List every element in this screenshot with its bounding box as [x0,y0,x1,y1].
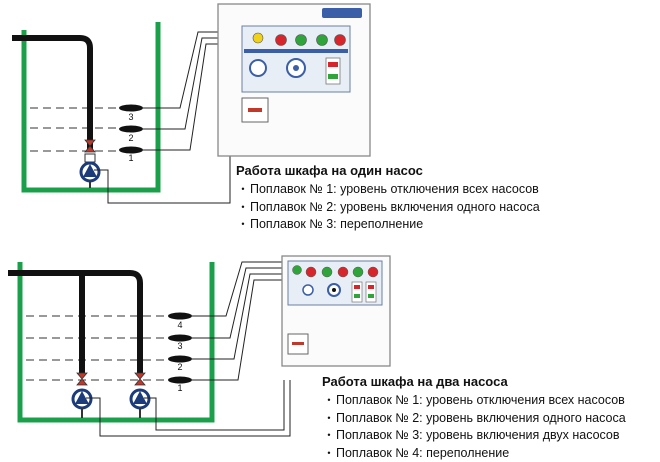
bottom-valve-1-icon [77,373,87,385]
bottom-caption-item: Поплавок № 4: переполнение [322,445,626,462]
top-float-cables [94,32,230,203]
bottom-lamp-4 [338,267,348,277]
bottom-caption-title: Работа шкафа на два насоса [322,374,626,389]
top-caption-list: Поплавок № 1: уровень отключения всех на… [236,181,540,234]
top-float-3 [119,105,143,112]
top-caption-item: Поплавок № 2: уровень включения одного н… [236,199,540,217]
bottom-float-label-4: 4 [177,320,182,330]
top-check-valve [85,154,95,162]
top-pump-icon [81,163,99,188]
top-float-label-2: 2 [128,133,133,143]
top-caption-title: Работа шкафа на один насос [236,163,540,178]
top-lamp-2 [276,35,287,46]
top-lamp-3 [296,35,307,46]
top-lamp-4 [317,35,328,46]
bottom-float-cables [86,262,290,436]
bottom-caption-list: Поплавок № 1: уровень отключения всех на… [322,392,626,462]
top-float-label-1: 1 [128,153,133,163]
bottom-caption-item: Поплавок № 2: уровень включения одного н… [322,410,626,428]
bottom-float-label-1: 1 [177,383,182,393]
top-caption: Работа шкафа на один насос Поплавок № 1:… [236,163,540,234]
bottom-float-label-2: 2 [177,362,182,372]
top-control-cabinet [218,4,370,156]
top-float-label-3: 3 [128,112,133,122]
bottom-lamp-5 [353,267,363,277]
bottom-cabinet-badge [303,285,313,295]
bottom-control-cabinet [282,256,390,366]
bottom-lamp-2 [306,267,316,277]
bottom-lamp-6 [368,267,378,277]
top-caption-item: Поплавок № 3: переполнение [236,216,540,234]
top-valve-icon [85,140,95,152]
bottom-float-4 [168,313,192,320]
bottom-caption-item: Поплавок № 1: уровень отключения всех на… [322,392,626,410]
bottom-caption-item: Поплавок № 3: уровень включения двух нас… [322,427,626,445]
top-cabinet-badge [250,60,266,76]
top-cabinet-logo [322,8,362,18]
top-float-2 [119,126,143,133]
bottom-pump-2-icon [131,390,149,418]
bottom-lamp-3 [322,267,332,277]
bottom-caption: Работа шкафа на два насоса Поплавок № 1:… [322,374,626,462]
top-lamp-5 [335,35,346,46]
bottom-float-label-3: 3 [177,341,182,351]
bottom-pump-1-icon [73,390,91,418]
bottom-valve-2-icon [135,373,145,385]
top-caption-item: Поплавок № 1: уровень отключения всех на… [236,181,540,199]
top-lamp-1 [253,33,263,43]
bottom-lamp-1 [293,266,302,275]
